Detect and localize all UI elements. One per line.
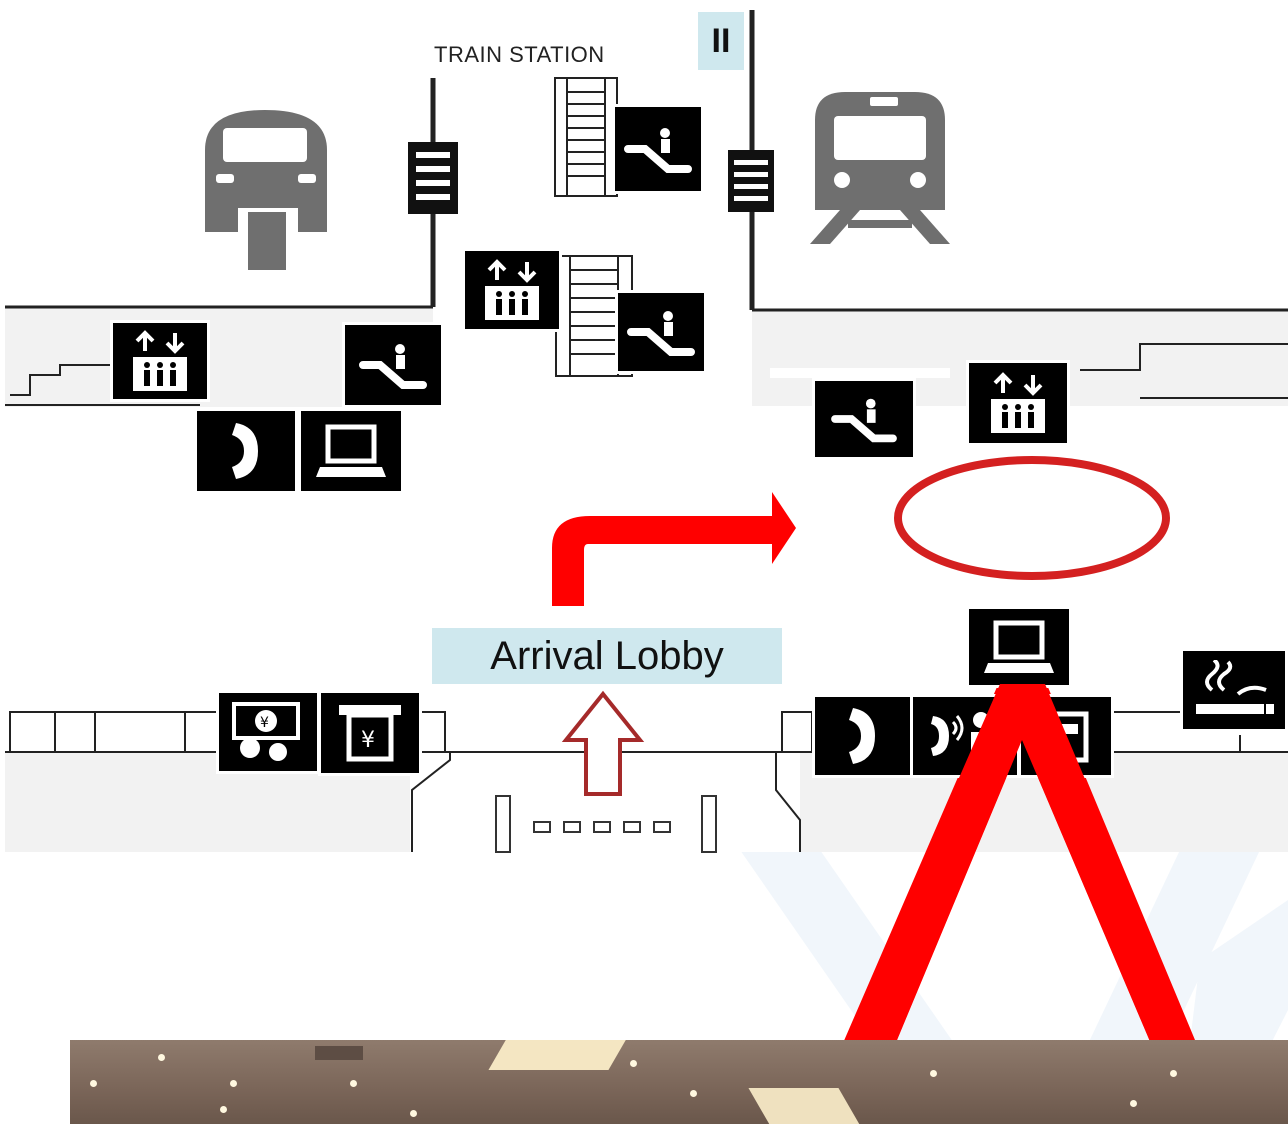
track-marker: II bbox=[698, 12, 744, 70]
smoking-area-icon bbox=[1180, 648, 1288, 732]
atm-icon: ¥ bbox=[318, 690, 422, 776]
telephone-icon bbox=[194, 408, 298, 494]
svg-text:¥: ¥ bbox=[361, 728, 375, 753]
escalator-icon bbox=[812, 378, 916, 460]
elevator-icon bbox=[110, 320, 210, 402]
elevator-icon bbox=[966, 360, 1070, 446]
atm-icon bbox=[1018, 694, 1114, 778]
lobby-ceiling-photo bbox=[70, 1040, 1288, 1124]
telephone-icon bbox=[812, 694, 914, 778]
arrival-lobby-label: Arrival Lobby bbox=[432, 628, 782, 684]
escalator-icon bbox=[615, 290, 707, 374]
monorail-icon bbox=[205, 110, 327, 270]
currency-exchange-icon: ¥ bbox=[216, 690, 320, 774]
route-arrow bbox=[552, 492, 796, 606]
target-circle bbox=[898, 460, 1166, 576]
escalator-icon bbox=[612, 104, 704, 194]
escalator-icon bbox=[342, 322, 444, 408]
call-assistance-icon bbox=[910, 694, 1020, 778]
computer-icon bbox=[298, 408, 404, 494]
computer-icon bbox=[966, 606, 1072, 688]
svg-text:¥: ¥ bbox=[260, 715, 269, 731]
station-label: TRAIN STATION bbox=[434, 42, 605, 68]
elevator-icon bbox=[462, 248, 562, 332]
train-icon bbox=[810, 92, 950, 244]
